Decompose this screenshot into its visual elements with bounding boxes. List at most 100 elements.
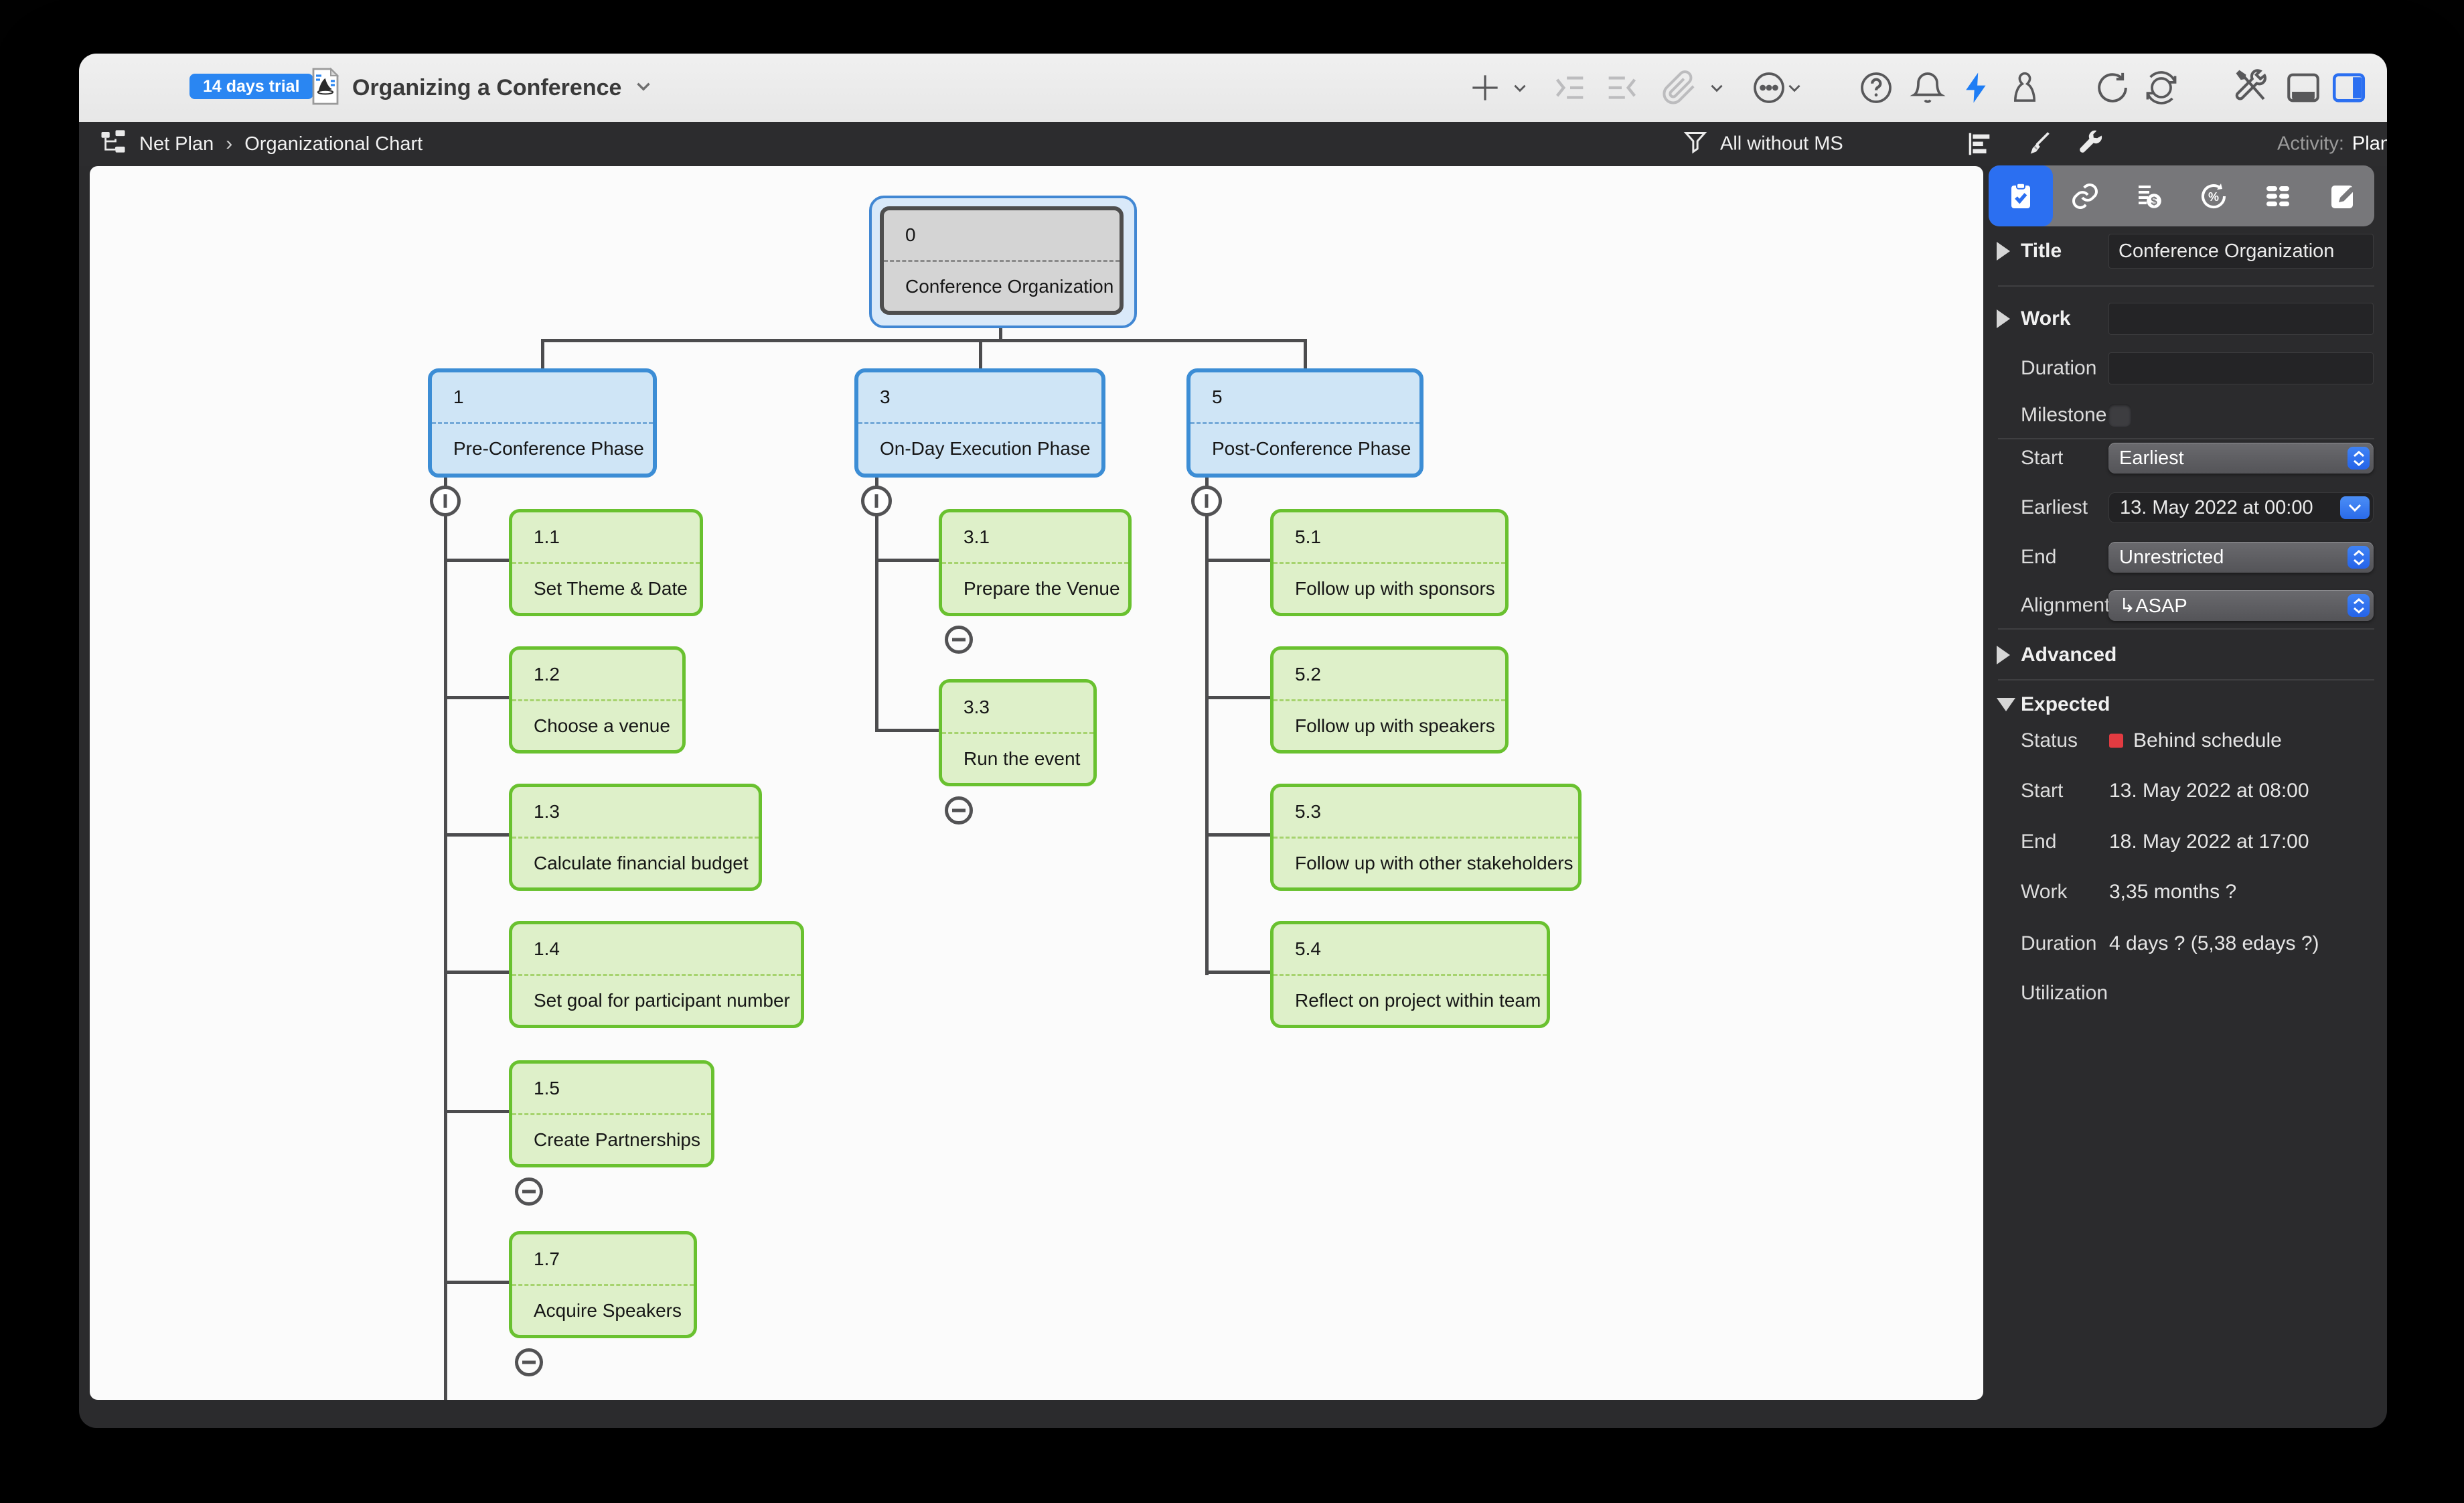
node-phase-1[interactable]: 1 Pre-Conference Phase	[428, 368, 657, 478]
alignment-popup[interactable]: ↳ASAP	[2108, 590, 2374, 621]
tab-utilization[interactable]: %	[2181, 165, 2246, 226]
node-task-5-3[interactable]: 5.3 Follow up with other stakeholders	[1270, 784, 1582, 891]
connector-line	[1304, 339, 1307, 370]
identity-icon[interactable]	[2007, 70, 2043, 106]
node-task-3-3[interactable]: 3.3 Run the event	[939, 679, 1097, 786]
app-window: 14 days trial Organizing a Conference	[79, 54, 2387, 1428]
bottom-panel-icon[interactable]	[2284, 68, 2323, 107]
node-title: On-Day Execution Phase	[858, 422, 1101, 474]
start-popup[interactable]: Earliest	[2108, 443, 2374, 474]
help-icon[interactable]	[1857, 69, 1895, 106]
node-title: Choose a venue	[512, 699, 682, 750]
earliest-field-label: Earliest	[2021, 496, 2088, 518]
breadcrumb-root[interactable]: Net Plan	[139, 133, 214, 155]
expected-start-value: 13. May 2022 at 08:00	[2109, 780, 2309, 802]
node-title: Create Partnerships	[512, 1113, 711, 1164]
publish-globe-icon[interactable]	[2143, 69, 2180, 106]
node-number: 5.4	[1295, 938, 1321, 959]
end-popup[interactable]: Unrestricted	[2108, 542, 2374, 573]
node-task-1-7[interactable]: 1.7 Acquire Speakers	[509, 1231, 697, 1338]
node-task-1-1[interactable]: 1.1 Set Theme & Date	[509, 509, 703, 616]
node-task-1-3[interactable]: 1.3 Calculate financial budget	[509, 784, 762, 891]
node-task-3-1[interactable]: 3.1 Prepare the Venue	[939, 509, 1132, 616]
collapse-toggle[interactable]	[945, 626, 973, 654]
connector-line	[1207, 833, 1270, 837]
node-number: 1.7	[534, 1248, 560, 1269]
work-field-label: Work	[2021, 307, 2071, 330]
node-task-5-1[interactable]: 5.1 Follow up with sponsors	[1270, 509, 1509, 616]
node-number: 1	[453, 386, 464, 407]
disclosure-triangle[interactable]	[1997, 698, 2015, 711]
style-bars-icon[interactable]	[1964, 129, 1995, 159]
node-title: Prepare the Venue	[942, 562, 1128, 613]
node-root[interactable]: 0 Conference Organization	[880, 206, 1124, 315]
connector-line	[445, 1110, 509, 1113]
format-brush-icon[interactable]	[2023, 129, 2052, 159]
title-input[interactable]: Conference Organization	[2108, 234, 2374, 269]
add-button[interactable]	[1466, 69, 1504, 106]
attachment-icon	[1661, 70, 1697, 106]
node-task-1-5[interactable]: 1.5 Create Partnerships	[509, 1060, 714, 1167]
node-number: 0	[905, 224, 916, 245]
more-circle-icon[interactable]	[1750, 69, 1788, 106]
work-input[interactable]	[2108, 303, 2374, 335]
tools-icon[interactable]	[2233, 68, 2272, 107]
document-icon	[309, 67, 341, 109]
disclosure-triangle[interactable]	[1997, 242, 2010, 261]
title-bar: 14 days trial Organizing a Conference	[79, 54, 2387, 152]
filter-funnel-icon	[1681, 129, 1709, 160]
tab-notes[interactable]	[2310, 165, 2374, 226]
node-number: 3.3	[964, 697, 990, 717]
stepper-icon	[2347, 546, 2370, 569]
collapse-toggle[interactable]	[515, 1348, 543, 1376]
right-panel-icon[interactable]	[2329, 68, 2368, 107]
collapse-toggle[interactable]	[1191, 486, 1222, 516]
connector-line	[1207, 559, 1270, 562]
notifications-bell-icon[interactable]	[1909, 69, 1946, 106]
connector-line	[445, 833, 509, 837]
collapse-toggle[interactable]	[515, 1177, 543, 1206]
earliest-date-combo[interactable]: 13. May 2022 at 00:00	[2108, 492, 2374, 523]
actions-lightning-icon[interactable]	[1958, 70, 1995, 106]
tab-columns[interactable]	[2246, 165, 2310, 226]
node-number: 3.1	[964, 526, 990, 547]
node-number: 3	[880, 386, 891, 407]
duration-input[interactable]	[2108, 352, 2374, 384]
node-task-1-4[interactable]: 1.4 Set goal for participant number	[509, 921, 804, 1028]
disclosure-triangle[interactable]	[1997, 646, 2010, 664]
breadcrumb-current[interactable]: Organizational Chart	[244, 133, 423, 155]
milestone-checkbox[interactable]	[2108, 404, 2131, 427]
document-title[interactable]: Organizing a Conference	[352, 74, 622, 100]
expected-work-value: 3,35 months ?	[2109, 881, 2237, 903]
expected-status-value: Behind schedule	[2133, 729, 2282, 752]
attachment-menu-chevron-icon[interactable]	[1708, 79, 1725, 96]
expected-end-value: 18. May 2022 at 17:00	[2109, 831, 2309, 853]
document-menu-chevron-icon[interactable]	[632, 75, 655, 101]
divider	[1998, 285, 2374, 287]
sync-icon[interactable]	[2094, 69, 2131, 106]
collapse-toggle[interactable]	[945, 796, 973, 825]
connector-line	[875, 515, 878, 732]
end-field-label: End	[2021, 546, 2057, 568]
collapse-toggle[interactable]	[430, 486, 461, 516]
tab-finance[interactable]: $	[2117, 165, 2181, 226]
tab-info[interactable]	[1989, 165, 2053, 226]
add-menu-chevron-icon[interactable]	[1511, 79, 1529, 96]
connector-line	[876, 559, 939, 562]
node-task-1-2[interactable]: 1.2 Choose a venue	[509, 646, 686, 754]
title-field-label: Title	[2021, 240, 2062, 262]
collapse-toggle[interactable]	[861, 486, 892, 516]
filter-control[interactable]: All without MS	[1681, 129, 1843, 160]
tab-links[interactable]	[2053, 165, 2117, 226]
disclosure-triangle[interactable]	[1997, 309, 2010, 328]
net-plan-canvas[interactable]: 0 Conference Organization 1 Pre-Conferen…	[90, 166, 1983, 1400]
more-menu-chevron-icon[interactable]	[1786, 79, 1803, 96]
activity-value: Plan	[2352, 133, 2387, 155]
node-phase-5[interactable]: 5 Post-Conference Phase	[1186, 368, 1423, 478]
node-phase-3[interactable]: 3 On-Day Execution Phase	[854, 368, 1105, 478]
divider	[1998, 679, 2374, 681]
settings-wrench-icon[interactable]	[2076, 129, 2106, 159]
node-number: 5	[1212, 386, 1223, 407]
node-task-5-4[interactable]: 5.4 Reflect on project within team	[1270, 921, 1550, 1028]
node-task-5-2[interactable]: 5.2 Follow up with speakers	[1270, 646, 1509, 754]
